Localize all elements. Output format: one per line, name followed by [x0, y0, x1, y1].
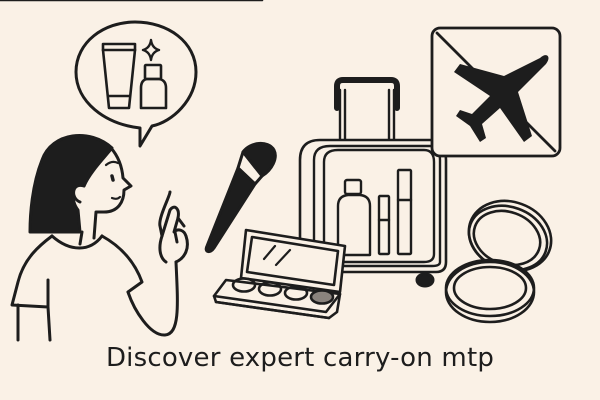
lip-tube-icon	[377, 194, 391, 256]
makeup-brush-icon	[204, 142, 277, 254]
palette-well-4	[309, 289, 335, 305]
face	[92, 146, 133, 240]
sparkle-icon	[141, 38, 161, 62]
bottle-icon	[139, 63, 168, 110]
no-airplane-sign-icon	[430, 26, 562, 158]
palette-well-1	[231, 277, 257, 293]
mascara-tube-icon	[396, 168, 413, 256]
eyeshadow-palette-icon	[0, 0, 347, 320]
hair	[28, 134, 114, 234]
suitcase-bottle-icon	[336, 178, 372, 257]
caption-text: Discover expert carry-on mtp	[105, 343, 495, 373]
speech-bubble	[74, 20, 198, 148]
airplane-icon	[454, 55, 549, 142]
tube-icon	[101, 42, 137, 110]
palette-well-2	[257, 281, 283, 297]
woman-pointing-figure	[10, 134, 189, 342]
palette-well-3	[283, 285, 309, 301]
compact-mirror-icon	[444, 199, 553, 324]
